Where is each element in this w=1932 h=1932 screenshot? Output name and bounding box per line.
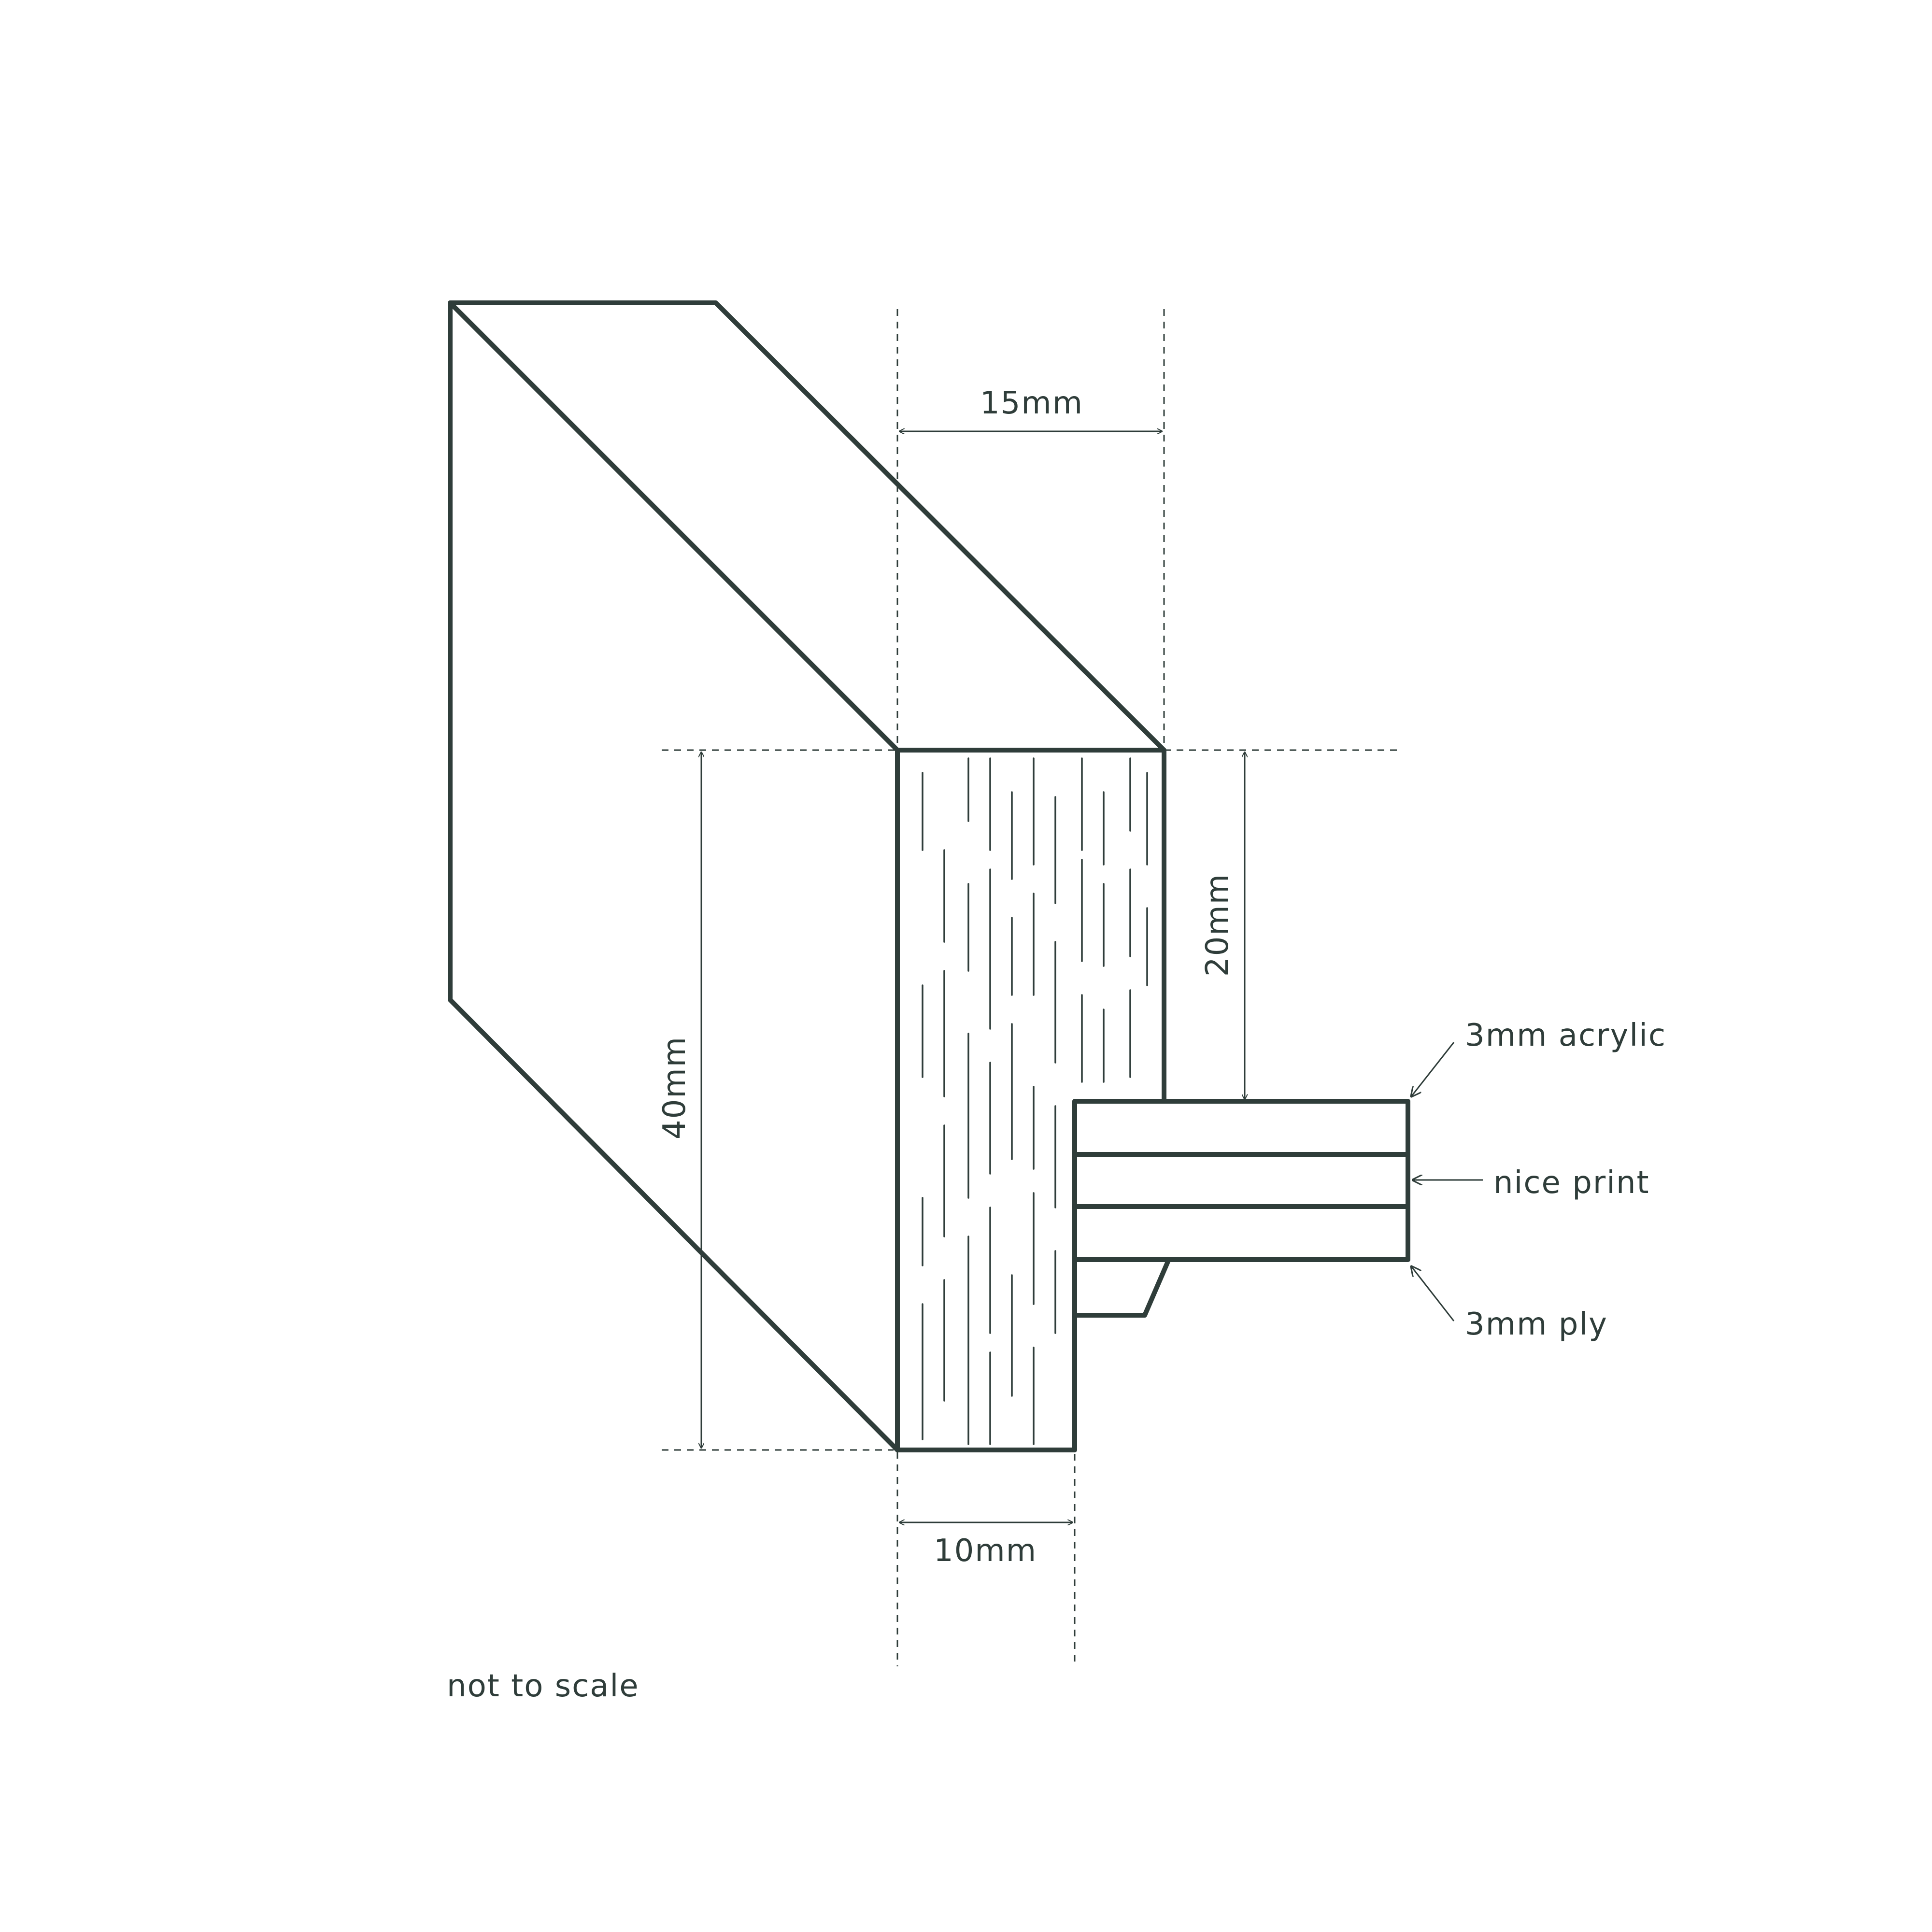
rebate-lip (1072, 1256, 1170, 1318)
labels: 15mm 40mm 20mm 10mm 3mm acrylic nice pri… (447, 385, 1666, 1704)
frame-moulding (448, 300, 1170, 1452)
callout-leaders (1411, 1042, 1483, 1321)
glazing-stack (1072, 1099, 1410, 1262)
print-layer (1072, 1152, 1410, 1209)
left-bevel-face (448, 300, 900, 1452)
acrylic-leader (1411, 1042, 1455, 1096)
acrylic-label: 3mm acrylic (1465, 1018, 1666, 1053)
top-width-label: 15mm (980, 385, 1083, 421)
wood-grain (922, 757, 1148, 1445)
total-height-label: 40mm (657, 1036, 693, 1139)
extension-lines (662, 309, 1401, 1666)
ply-layer (1072, 1204, 1410, 1262)
print-label: nice print (1493, 1165, 1650, 1201)
ply-leader (1411, 1266, 1455, 1321)
top-face (448, 300, 1166, 753)
rebate-depth-label: 20mm (1200, 873, 1236, 977)
dimension-lines (701, 431, 1245, 1522)
ply-label: 3mm ply (1465, 1307, 1608, 1342)
acrylic-layer (1072, 1099, 1410, 1157)
bottom-width-label: 10mm (934, 1533, 1037, 1569)
scale-note: not to scale (447, 1668, 639, 1704)
